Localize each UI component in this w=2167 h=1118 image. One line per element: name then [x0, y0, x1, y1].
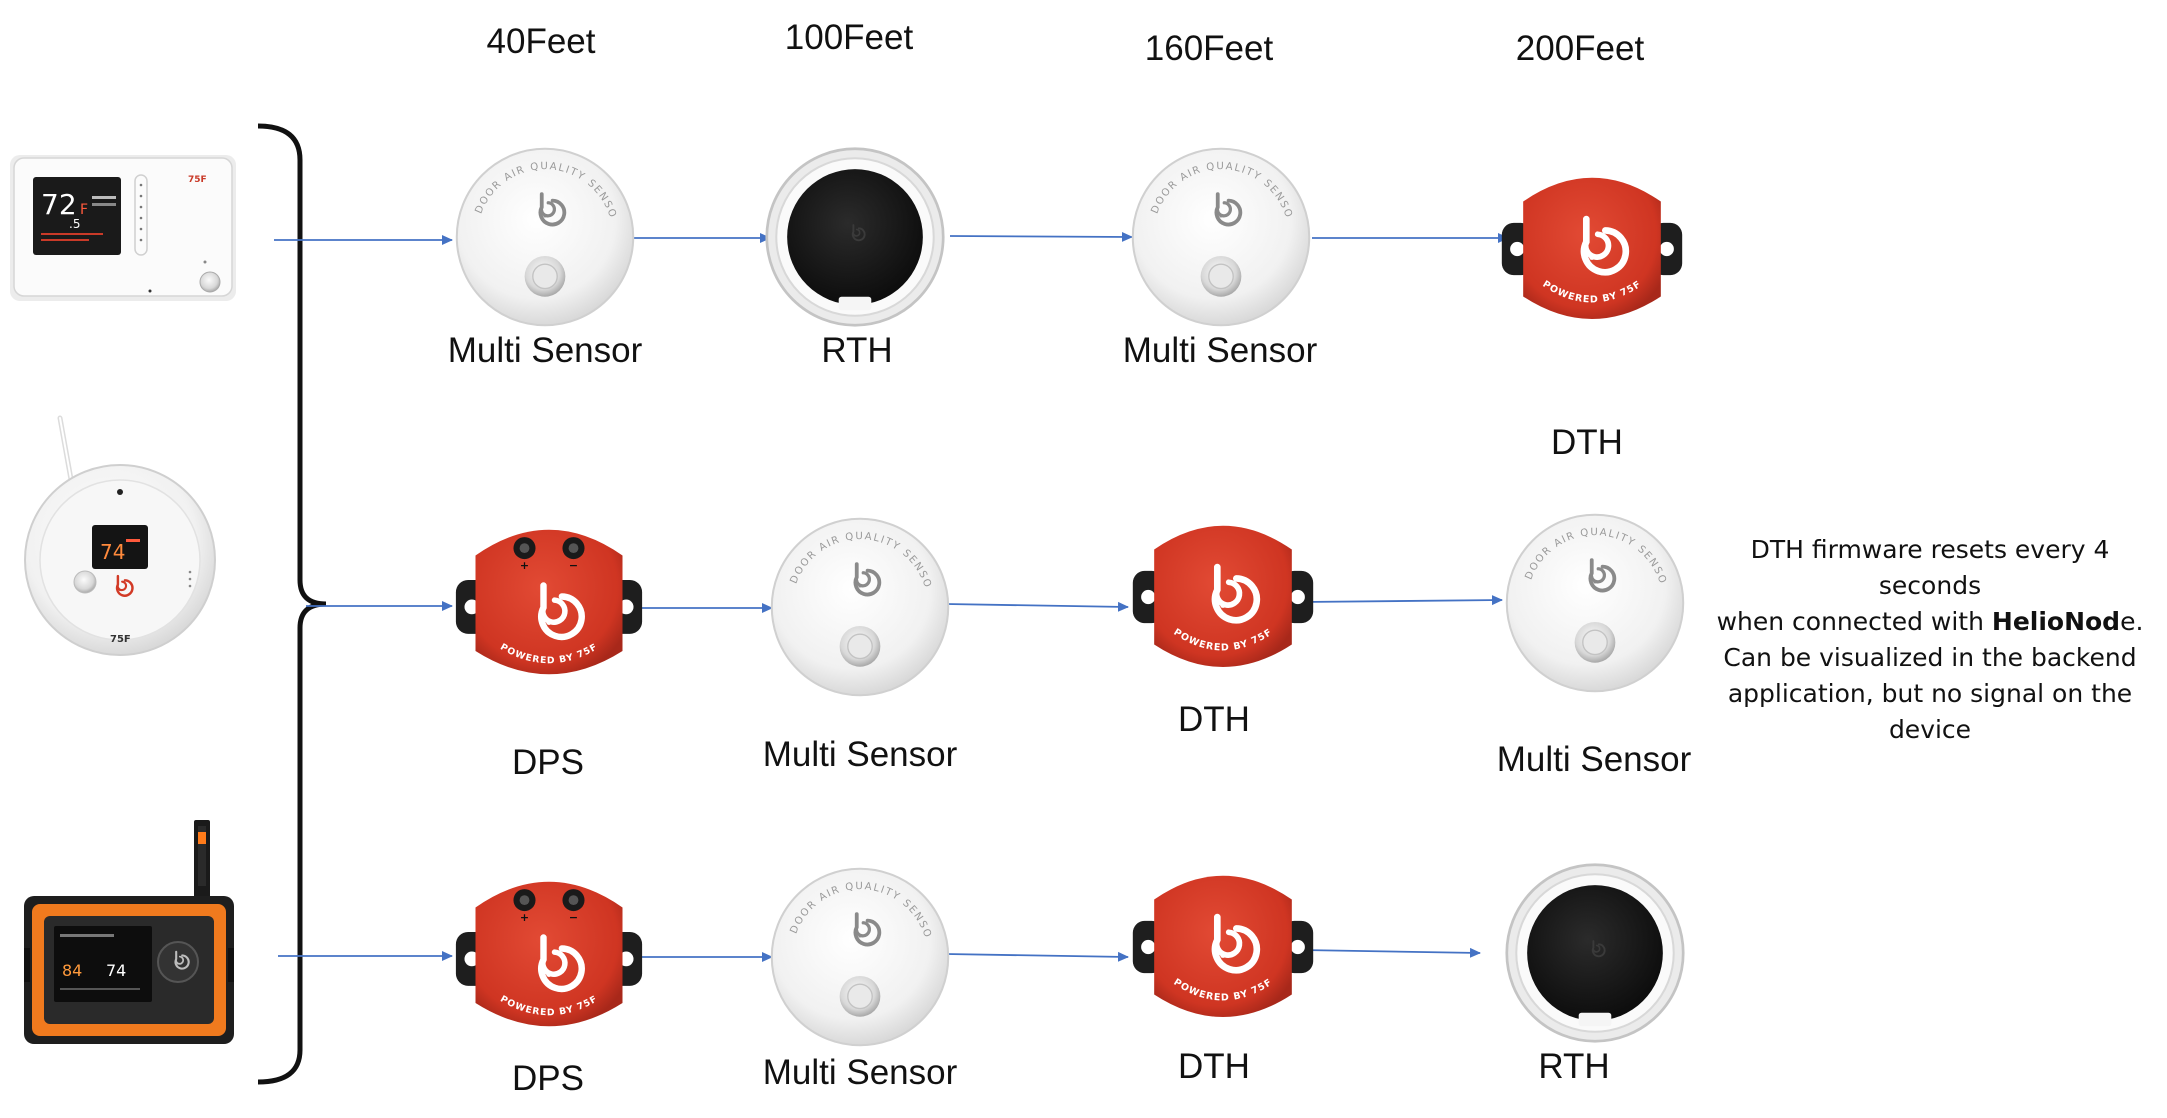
- gateway-bracket: [257, 123, 327, 1085]
- arrow-row1-3: [949, 231, 1133, 242]
- distance-header-160: 160Feet: [1144, 29, 1274, 68]
- round-thermostat-temperature: 74: [100, 540, 125, 564]
- thermostat-temperature: 72: [41, 188, 77, 221]
- controller-temperature-a: 84: [62, 961, 82, 980]
- row2-device2-label: Multi Sensor: [762, 735, 958, 774]
- arrow-row2-3: [945, 601, 1129, 612]
- row1-rth-icon: [767, 149, 943, 325]
- row3-device3-label: DTH: [1178, 1047, 1250, 1086]
- row2-device3-label: DTH: [1178, 700, 1250, 739]
- note-line-3: Can be visualized in the backend: [1723, 643, 2137, 672]
- note-line-2: when connected with HelioNode.: [1716, 607, 2144, 636]
- distance-header-100: 100Feet: [784, 18, 914, 57]
- distance-header-40: 40Feet: [486, 22, 596, 61]
- row3-device1-label: DPS: [512, 1059, 584, 1098]
- row3-rth-icon: [1507, 865, 1683, 1041]
- arrow-row3-4: [1301, 947, 1481, 958]
- row1-device3-label: Multi Sensor: [1122, 331, 1318, 370]
- note-line-5: device: [1888, 715, 1972, 744]
- row1-multi-sensor-icon: [457, 149, 633, 325]
- arrow-row3-3: [945, 951, 1129, 962]
- svg-text:75F: 75F: [188, 175, 207, 185]
- row3-device4-label: RTH: [1538, 1047, 1610, 1086]
- dth-firmware-note: DTH firmware resets every 4 seconds when…: [1700, 532, 2160, 748]
- row2-dps-icon: [456, 530, 642, 675]
- row2-device1-label: DPS: [512, 743, 584, 782]
- row1-device2-label: RTH: [821, 331, 893, 370]
- note-helionode-bold: HelioNod: [1991, 607, 2121, 636]
- wall-thermostat-gateway: 72 F .5 75F: [10, 155, 236, 301]
- row3-multi-sensor-icon: [772, 869, 948, 1045]
- signal-arrows: [274, 231, 1509, 962]
- row3-dth-icon: [1133, 876, 1313, 1017]
- row1-device1-label: Multi Sensor: [447, 331, 643, 370]
- svg-text:75F: 75F: [110, 634, 131, 645]
- note-line-4: application, but no signal on the: [1727, 679, 2133, 708]
- row2-device4-label: Multi Sensor: [1496, 740, 1692, 779]
- rugged-controller-gateway: 84 74: [24, 820, 234, 1044]
- svg-text:.5: .5: [69, 217, 80, 231]
- row3-dps-icon: [456, 882, 642, 1027]
- row1-dth-label: DTH: [1551, 423, 1623, 462]
- row1-dth-icon: [1502, 178, 1682, 319]
- distance-header-200: 200Feet: [1515, 29, 1645, 68]
- svg-text:F: F: [80, 202, 88, 218]
- round-thermostat-gateway: 74 75F: [24, 415, 216, 656]
- row2-multi-sensor-2-icon: [1507, 515, 1683, 691]
- row2-multi-sensor-icon: [772, 519, 948, 695]
- row2-dth-icon: [1133, 526, 1313, 667]
- row3-device2-label: Multi Sensor: [762, 1053, 958, 1092]
- note-line-1: DTH firmware resets every 4 seconds: [1750, 535, 2110, 600]
- arrow-row2-4: [1301, 595, 1503, 606]
- row1-multi-sensor-2-icon: [1133, 149, 1309, 325]
- controller-temperature-b: 74: [106, 961, 126, 980]
